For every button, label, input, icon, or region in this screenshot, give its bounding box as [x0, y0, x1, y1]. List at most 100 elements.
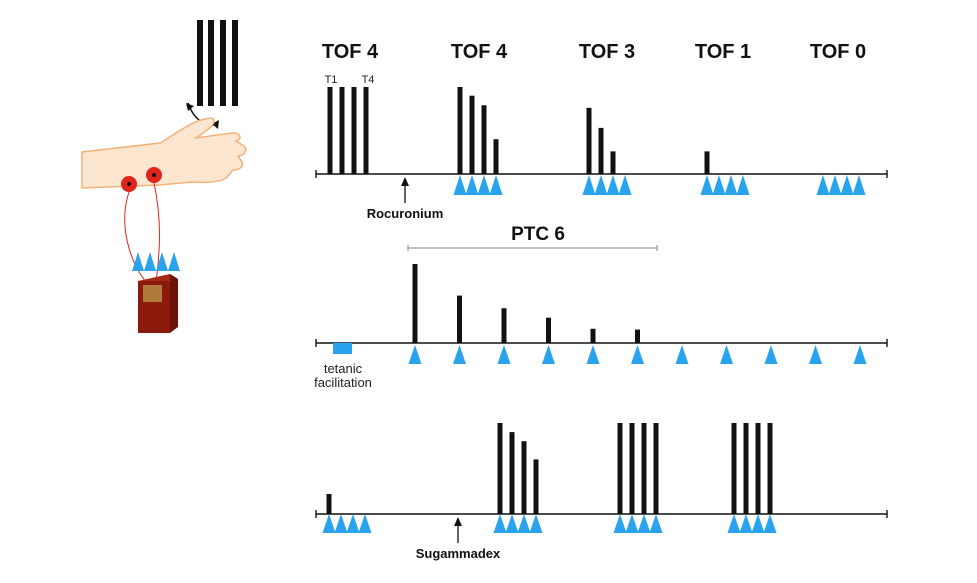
stimulus-triangle-icon [358, 514, 372, 533]
twitch-bar [610, 151, 616, 174]
stimulus-triangle-icon [727, 514, 741, 533]
row3-marks [322, 423, 777, 533]
stimulus-triangle-icon [582, 175, 596, 195]
twitch-bar [590, 328, 596, 343]
stimulus-triangle-icon [712, 175, 726, 195]
stimulus-triangle-icon [453, 345, 466, 364]
stimulus-triangle-icon [144, 252, 156, 271]
twitch-bar [533, 459, 539, 514]
twitch-bar [617, 423, 623, 514]
stimulus-triangle-icon [517, 514, 531, 533]
twitch-bar [521, 441, 527, 514]
twitch-bar [641, 423, 647, 514]
twitch-bar [629, 423, 635, 514]
stimulus-triangle-icon [751, 514, 765, 533]
tof-labels-row: TOF 4 TOF 4 TOF 3 TOF 1 TOF 0 [322, 41, 866, 63]
stimulus-triangle-icon [408, 345, 422, 364]
tof-label: TOF 4 [451, 41, 508, 63]
stimulus-triangle-icon [465, 175, 479, 195]
stimulus-triangle-icon [497, 345, 511, 364]
stimulus-triangle-icon [542, 345, 555, 364]
hand-icon [81, 117, 247, 189]
stimulus-triangle-icon [809, 345, 822, 364]
stimulus-triangle-icon [853, 345, 867, 364]
twitch-bar [755, 423, 761, 514]
tetanic-label: tetanic [324, 361, 363, 376]
stimulus-triangle-icon [594, 175, 608, 195]
stimulus-triangle-icon [453, 175, 467, 195]
tof-label: TOF 3 [579, 41, 635, 63]
arrowhead-icon [212, 120, 219, 129]
stimulus-triangle-icon [852, 175, 866, 195]
twitch-bar [497, 423, 503, 514]
stimulus-triangle-icon [736, 175, 750, 195]
lead-wire [153, 182, 160, 283]
stimulus-triangle-icon [764, 345, 778, 364]
t4-label: T4 [362, 74, 375, 86]
stimulus-triangle-icon [493, 514, 507, 533]
twitch-bar [493, 139, 499, 174]
stimulus-triangle-icon [586, 345, 600, 364]
stimulus-triangle-icon [840, 175, 854, 195]
stimulus-triangle-icon [618, 175, 632, 195]
stimulus-triangle-icon [763, 514, 777, 533]
twitch-bar [327, 87, 333, 174]
twitch-bar [481, 105, 487, 174]
lead-wire [124, 191, 147, 283]
arrow-up-icon [454, 517, 462, 543]
twitch-bar [704, 151, 710, 174]
twitch-bar [457, 87, 463, 174]
twitch-bar [767, 423, 773, 514]
twitch-bar [412, 264, 418, 343]
tof-label: TOF 4 [322, 41, 379, 63]
twitch-bar [731, 423, 737, 514]
twitch-bar [509, 432, 515, 514]
stimulus-triangle-icon [720, 345, 733, 364]
row2-marks [408, 264, 867, 364]
twitch-bar [653, 423, 659, 514]
twitch-bar [598, 127, 604, 174]
twitch-bar [363, 87, 369, 174]
twitch-bar [635, 329, 640, 343]
stimulus-triangle-icon [489, 175, 503, 195]
twitch-bar [326, 493, 332, 514]
stimulus-triangle-icon [477, 175, 491, 195]
twitch-stripes-icon [197, 20, 238, 106]
stimulus-triangle-icon [156, 252, 168, 271]
ptc-title: PTC 6 [511, 224, 565, 245]
tof-label: TOF 0 [810, 41, 866, 63]
twitch-bar [743, 423, 749, 514]
twitch-bar [469, 95, 475, 174]
stimulus-triangle-icon [529, 514, 543, 533]
sugammadex-label: Sugammadex [416, 546, 501, 561]
row1-marks [327, 87, 866, 195]
twitch-bar [339, 87, 345, 174]
stimulus-triangle-icon [828, 175, 842, 195]
twitch-bar [586, 107, 592, 174]
twitch-bar [501, 308, 507, 343]
stimulus-triangle-icon [606, 175, 620, 195]
stimulus-triangle-icon [724, 175, 738, 195]
stimulus-triangle-icon [322, 514, 336, 533]
stimulus-triangle-icon [613, 514, 627, 533]
nerve-stimulator-icon [138, 274, 178, 333]
facilitation-label: facilitation [314, 375, 372, 390]
twitch-bar [351, 87, 357, 174]
arrow-up-icon [401, 177, 409, 203]
stimulus-triangle-icon [625, 514, 639, 533]
stimulus-triangle-icon [631, 345, 644, 364]
stimulus-triangle-icon [675, 345, 689, 364]
tetanic-stimulus-block [333, 343, 352, 354]
stimulus-triangle-icon [346, 514, 360, 533]
stimulus-triangle-icon [505, 514, 519, 533]
stimulus-triangle-icon [334, 514, 348, 533]
stimulus-triangle-icon [649, 514, 663, 533]
tof-label: TOF 1 [695, 41, 751, 63]
electrode-icon [121, 176, 137, 192]
stimulus-triangle-icon [637, 514, 651, 533]
twitch-bar [546, 317, 551, 343]
t1-label: T1 [325, 74, 338, 86]
arrowhead-icon [186, 103, 194, 111]
stimulus-triangle-icon [700, 175, 714, 195]
stimulus-triangle-icon [168, 252, 180, 271]
